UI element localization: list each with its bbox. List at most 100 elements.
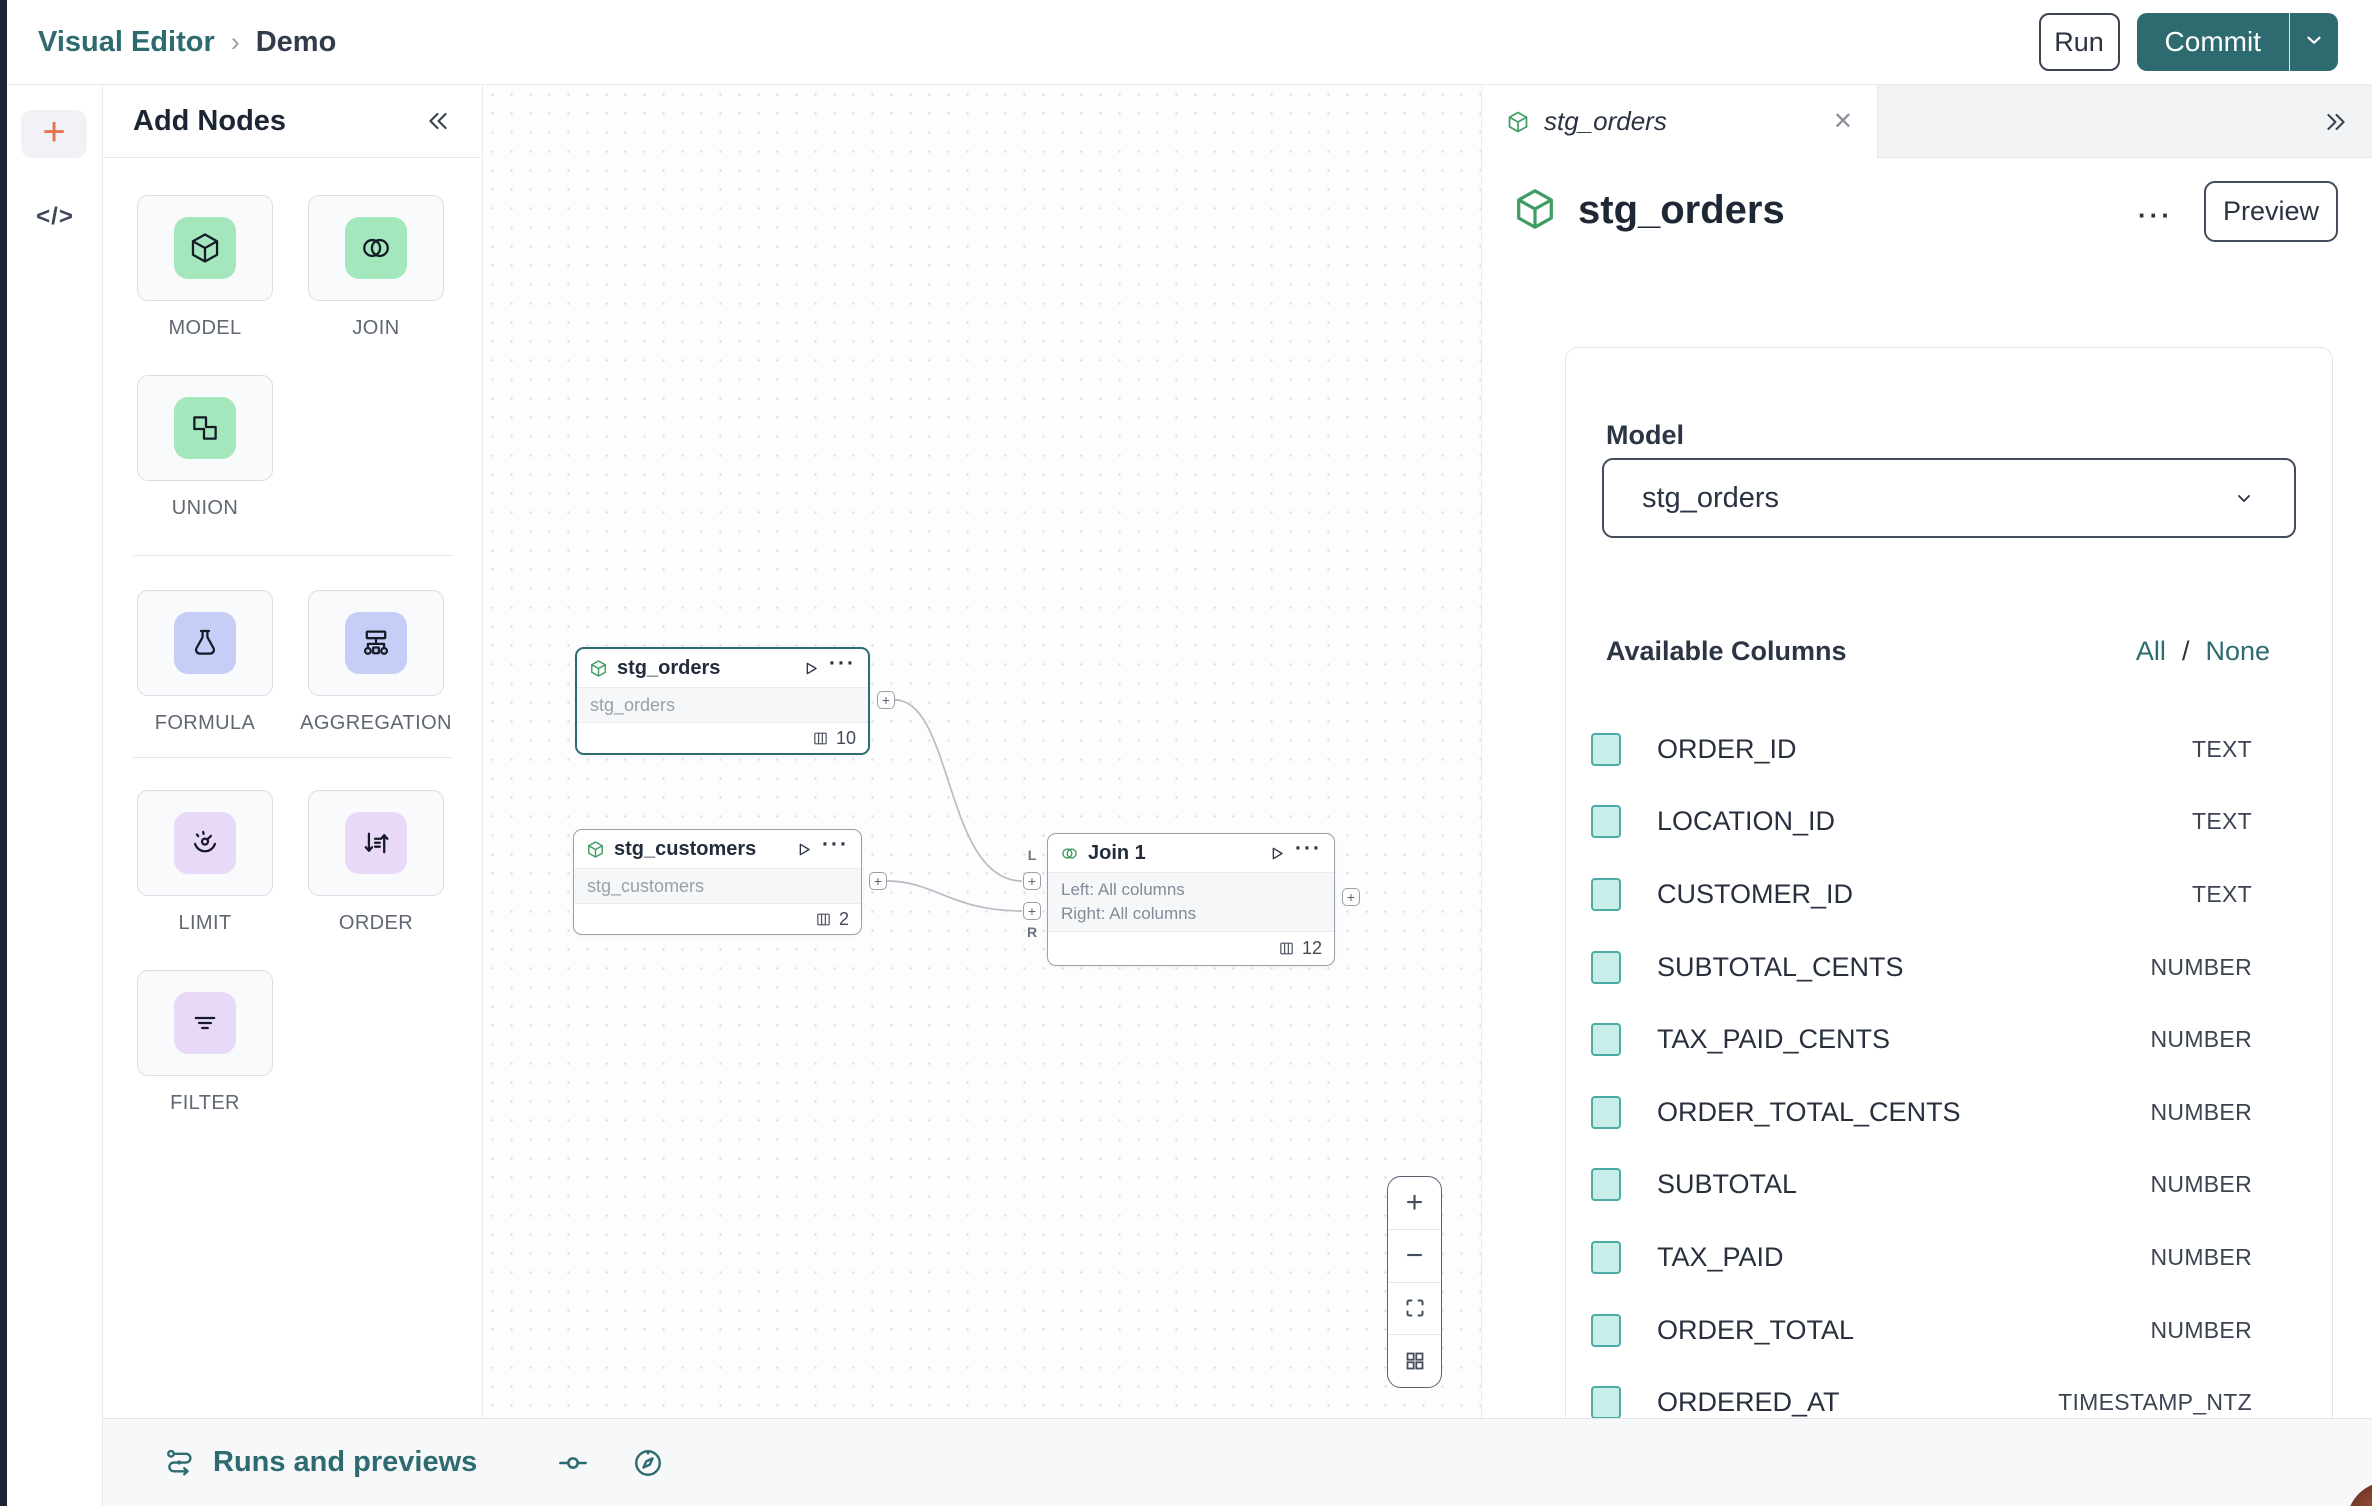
palette-item-union[interactable]: UNION xyxy=(137,375,273,481)
select-links-separator: / xyxy=(2182,636,2190,667)
inspector-header: stg_orders ··· Preview xyxy=(1482,158,2372,278)
node-stg-customers[interactable]: stg_customers ··· stg_customers 2 xyxy=(573,829,862,935)
preview-button[interactable]: Preview xyxy=(2204,181,2338,242)
palette-item-order[interactable]: ORDER xyxy=(308,790,444,896)
node-menu-icon[interactable]: ··· xyxy=(829,664,856,672)
more-menu-icon[interactable]: ··· xyxy=(2138,200,2173,231)
column-checkbox[interactable] xyxy=(1591,951,1621,984)
column-name: LOCATION_ID xyxy=(1657,806,1835,837)
node-menu-icon[interactable]: ··· xyxy=(822,845,849,853)
layout-grid-button[interactable] xyxy=(1388,1334,1441,1387)
flask-icon xyxy=(174,612,236,674)
column-row[interactable]: ORDER_TOTAL NUMBER xyxy=(1566,1294,2334,1367)
grid-icon xyxy=(1403,1349,1427,1373)
breadcrumb-root[interactable]: Visual Editor xyxy=(38,26,215,59)
column-type: NUMBER xyxy=(2151,1099,2252,1126)
commit-button[interactable]: Commit xyxy=(2137,13,2289,71)
output-port-stg-orders[interactable]: + xyxy=(877,691,895,709)
compass-icon[interactable] xyxy=(631,1446,665,1480)
flow-canvas[interactable]: stg_orders ··· stg_orders 10 stg_custome… xyxy=(483,85,1481,1418)
input-port-join-right[interactable]: + xyxy=(1023,902,1041,920)
order-icon xyxy=(345,812,407,874)
cube-icon xyxy=(586,840,605,859)
node-footer: 10 xyxy=(577,723,868,753)
column-checkbox[interactable] xyxy=(1591,733,1621,766)
column-checkbox[interactable] xyxy=(1591,878,1621,911)
palette-item-join[interactable]: JOIN xyxy=(308,195,444,301)
select-all-link[interactable]: All xyxy=(2136,636,2166,667)
runs-and-previews-toggle[interactable]: Runs and previews xyxy=(163,1446,477,1479)
column-type: TEXT xyxy=(2192,881,2252,908)
code-view-button[interactable]: </> xyxy=(7,203,103,231)
column-row[interactable]: TAX_PAID_CENTS NUMBER xyxy=(1566,1003,2334,1076)
palette-item-formula[interactable]: FORMULA xyxy=(137,590,273,696)
column-checkbox[interactable] xyxy=(1591,1096,1621,1129)
column-name: SUBTOTAL xyxy=(1657,1169,1797,1200)
select-links: All / None xyxy=(2136,636,2270,667)
palette-item-filter[interactable]: FILTER xyxy=(137,970,273,1076)
chevron-down-icon xyxy=(2232,486,2256,510)
palette-item-label: JOIN xyxy=(276,317,476,340)
zoom-out-button[interactable]: − xyxy=(1388,1229,1441,1282)
node-source: stg_orders xyxy=(577,687,868,723)
minus-icon: − xyxy=(1406,1241,1424,1271)
column-checkbox[interactable] xyxy=(1591,1023,1621,1056)
zoom-in-button[interactable]: + xyxy=(1388,1177,1441,1229)
column-checkbox[interactable] xyxy=(1591,1241,1621,1274)
limit-icon xyxy=(174,812,236,874)
input-port-join-left[interactable]: + xyxy=(1023,872,1041,890)
column-checkbox[interactable] xyxy=(1591,1314,1621,1347)
column-row[interactable]: SUBTOTAL_CENTS NUMBER xyxy=(1566,931,2334,1004)
node-footer: 12 xyxy=(1048,932,1334,965)
palette-item-aggregation[interactable]: AGGREGATION xyxy=(308,590,444,696)
column-row[interactable]: CUSTOMER_ID TEXT xyxy=(1566,858,2334,931)
column-checkbox[interactable] xyxy=(1591,1168,1621,1201)
column-name: CUSTOMER_ID xyxy=(1657,879,1853,910)
palette-item-model[interactable]: MODEL xyxy=(137,195,273,301)
node-header: stg_orders ··· xyxy=(577,649,868,687)
run-node-icon[interactable] xyxy=(794,840,813,859)
node-source: stg_customers xyxy=(574,868,861,904)
cube-icon xyxy=(589,659,608,678)
column-row[interactable]: ORDERED_AT TIMESTAMP_NTZ xyxy=(1566,1366,2334,1418)
run-node-icon[interactable] xyxy=(1267,844,1286,863)
close-icon[interactable]: ✕ xyxy=(1833,107,1853,136)
filter-icon xyxy=(174,992,236,1054)
output-port-stg-customers[interactable]: + xyxy=(869,872,887,890)
run-node-icon[interactable] xyxy=(801,659,820,678)
column-checkbox[interactable] xyxy=(1591,805,1621,838)
palette-item-limit[interactable]: LIMIT xyxy=(137,790,273,896)
column-type: NUMBER xyxy=(2151,1026,2252,1053)
node-join-1[interactable]: Join 1 ··· Left: All columns Right: All … xyxy=(1047,833,1335,966)
column-row[interactable]: LOCATION_ID TEXT xyxy=(1566,786,2334,859)
column-type: NUMBER xyxy=(2151,1317,2252,1344)
node-stg-orders[interactable]: stg_orders ··· stg_orders 10 xyxy=(575,647,870,755)
join-icon xyxy=(1060,844,1079,863)
column-row[interactable]: ORDER_ID TEXT xyxy=(1566,713,2334,786)
select-none-link[interactable]: None xyxy=(2205,636,2270,667)
column-row[interactable]: ORDER_TOTAL_CENTS NUMBER xyxy=(1566,1076,2334,1149)
left-edge-strip xyxy=(0,0,7,1506)
column-row[interactable]: TAX_PAID NUMBER xyxy=(1566,1221,2334,1294)
output-port-join[interactable]: + xyxy=(1342,888,1360,906)
model-select[interactable]: stg_orders xyxy=(1602,458,2296,538)
expand-panel-button[interactable] xyxy=(2322,85,2350,158)
commit-dropdown-button[interactable] xyxy=(2290,13,2338,71)
add-node-button[interactable]: + xyxy=(21,110,87,158)
node-header: Join 1 ··· xyxy=(1048,834,1334,872)
tab-stg-orders[interactable]: stg_orders ✕ xyxy=(1482,85,1878,158)
node-menu-icon[interactable]: ··· xyxy=(1295,849,1322,857)
run-button[interactable]: Run xyxy=(2039,13,2120,71)
add-nodes-header: Add Nodes xyxy=(103,85,482,158)
column-count: 2 xyxy=(839,909,849,930)
column-name: ORDER_ID xyxy=(1657,734,1797,765)
node-config-card: Model stg_orders Available Columns All /… xyxy=(1565,347,2333,1418)
collapse-panel-button[interactable] xyxy=(424,107,452,135)
column-type: TIMESTAMP_NTZ xyxy=(2058,1389,2252,1416)
node-title: stg_customers xyxy=(614,838,756,861)
commit-node-icon[interactable] xyxy=(557,1447,589,1479)
fit-view-button[interactable] xyxy=(1388,1282,1441,1335)
column-row[interactable]: SUBTOTAL NUMBER xyxy=(1566,1149,2334,1222)
column-checkbox[interactable] xyxy=(1591,1386,1621,1418)
palette-item-label: MODEL xyxy=(105,317,305,340)
